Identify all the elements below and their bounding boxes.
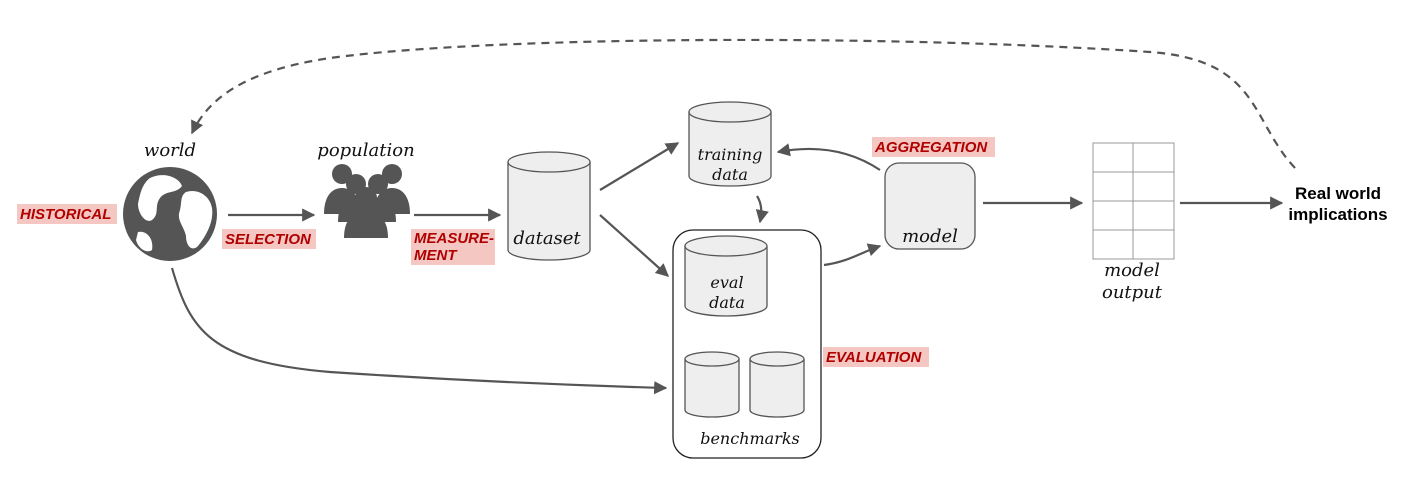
eval-data-label-line2: data	[709, 293, 745, 312]
benchmark-cylinder-1	[684, 351, 740, 418]
historical-tag-bg	[17, 204, 117, 224]
measurement-tag-line1: MEASURE-	[414, 230, 494, 247]
training-to-eval-arrow	[755, 195, 769, 224]
model-box	[884, 162, 976, 250]
real-world-label-line1: Real world	[1295, 184, 1381, 203]
model-output-label-line1: model	[1104, 260, 1160, 281]
evaluation-tag-bg	[823, 347, 929, 367]
model-output-label-line2: output	[1102, 282, 1163, 303]
world-to-benchmarks-arrow	[170, 267, 668, 395]
evaluation-to-model-arrow	[823, 243, 882, 267]
measurement-tag-bg	[411, 229, 495, 265]
dataset-to-training-arrow	[599, 142, 680, 191]
dataset-to-eval-arrow	[599, 214, 669, 277]
dataset-label: dataset	[513, 228, 581, 249]
evaluation-box	[672, 229, 822, 459]
population-label: population	[317, 140, 414, 161]
benchmark-cylinder-2	[749, 351, 805, 418]
world-label: world	[144, 140, 196, 161]
eval-data-label-line1: eval	[710, 273, 743, 292]
training-data-cylinder	[688, 101, 772, 187]
eval-data-cylinder	[684, 235, 768, 317]
selection-tag: SELECTION	[225, 231, 312, 248]
feedback-loop-arrow	[191, 38, 1296, 169]
benchmarks-label: benchmarks	[700, 429, 800, 448]
people-group-icon	[324, 164, 410, 238]
aggregation-tag: AGGREGATION	[874, 139, 988, 156]
table-grid-icon	[1092, 142, 1175, 260]
globe-icon	[123, 167, 217, 261]
selection-tag-bg	[222, 229, 316, 249]
aggregation-tag-bg	[872, 137, 995, 157]
model-label: model	[902, 226, 958, 247]
historical-tag: HISTORICAL	[20, 206, 111, 223]
training-data-label-line2: data	[712, 165, 748, 184]
dataset-cylinder	[507, 151, 591, 261]
measurement-tag-line2: MENT	[414, 247, 458, 264]
model-to-training-arrow	[776, 143, 881, 171]
training-data-label-line1: training	[698, 145, 763, 164]
evaluation-tag: EVALUATION	[826, 349, 922, 366]
real-world-label-line2: implications	[1288, 205, 1387, 224]
